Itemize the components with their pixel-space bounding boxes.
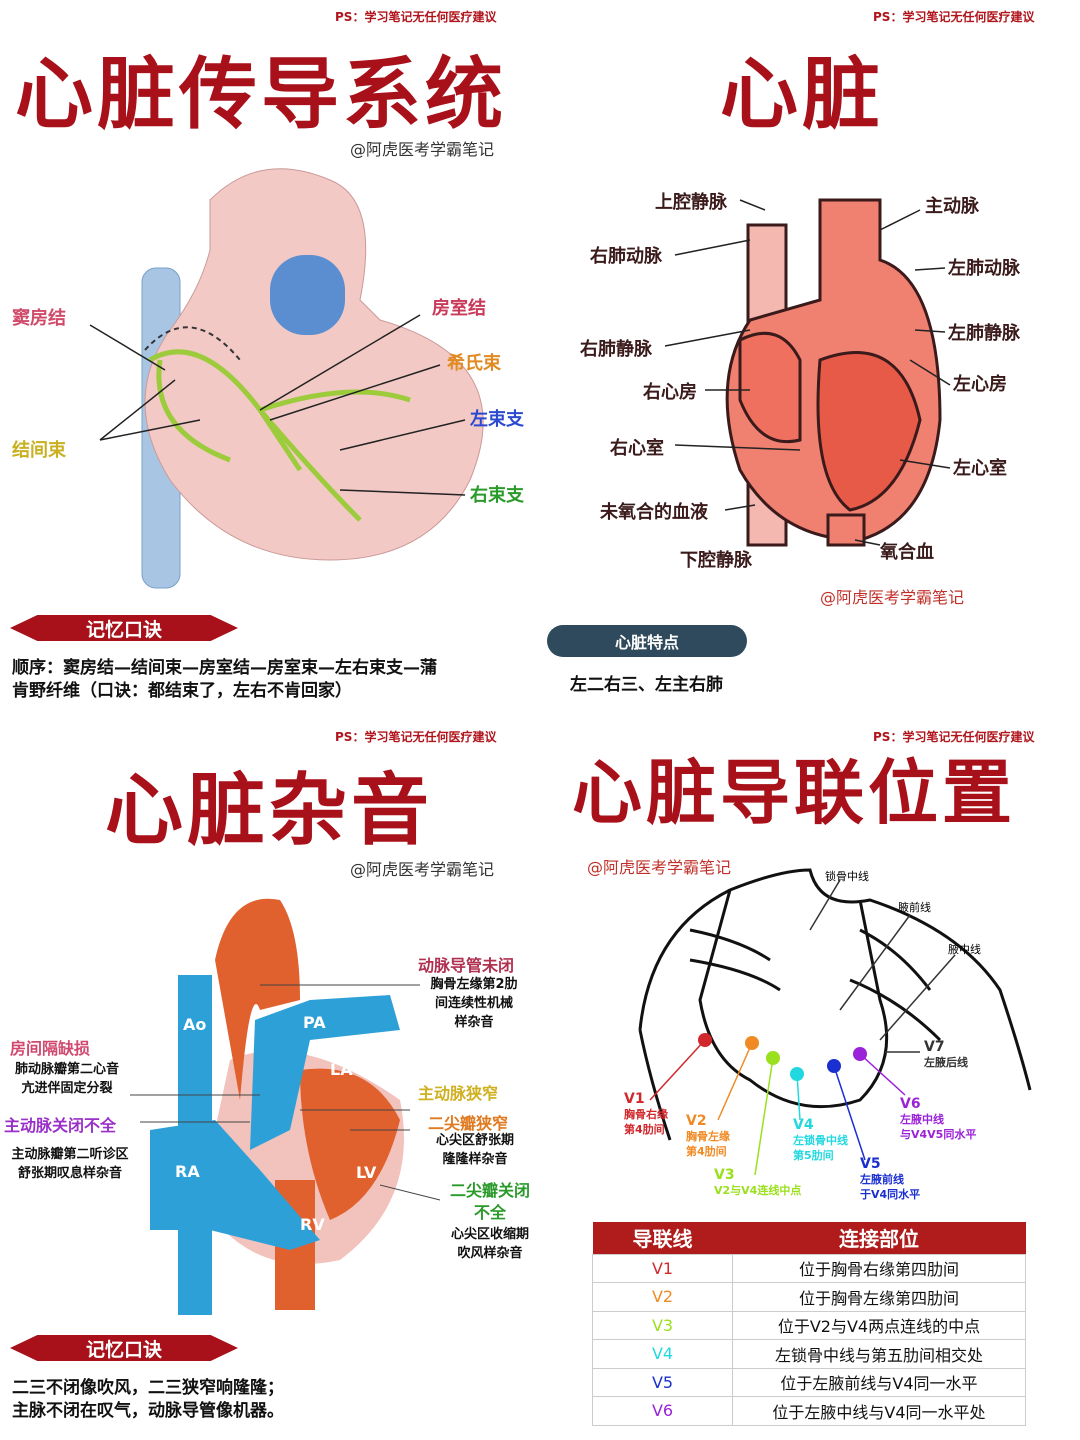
label-lpa: 左肺动脉 <box>948 258 1020 279</box>
page-title: 心脏杂音 <box>105 766 434 856</box>
label-lv: LV <box>356 1163 377 1182</box>
label-av-node: 房室结 <box>432 298 486 319</box>
disclaimer: PS：学习笔记无任何医疗建议 <box>335 730 497 744</box>
label-sa-node: 窦房结 <box>12 308 66 329</box>
electrode-v5 <box>827 1059 841 1073</box>
page-title: 心脏传导系统 <box>15 50 508 140</box>
col-header: 导联线 <box>592 1222 733 1254</box>
heart-anatomy-diagram <box>725 198 942 547</box>
label-mcl: 锁骨中线 <box>825 870 869 883</box>
label-aal: 腋前线 <box>898 901 931 914</box>
electrode-v4 <box>790 1067 804 1081</box>
disclaimer: PS：学习笔记无任何医疗建议 <box>873 730 1035 744</box>
label-mal: 腋中线 <box>948 943 981 956</box>
label-rpa: 右肺动脉 <box>590 246 662 267</box>
label-mr: 二尖瓣关闭不全 <box>449 1181 530 1222</box>
disclaimer: PS：学习笔记无任何医疗建议 <box>873 10 1035 24</box>
label-oxy: 氧合血 <box>880 542 934 563</box>
label-ra: RA <box>175 1162 200 1181</box>
pda-desc: 胸骨左缘第2肋间连续性机械样杂音 <box>430 977 518 1030</box>
label-rpv: 右肺静脉 <box>580 339 652 360</box>
ms-desc: 心尖区舒张期隆隆样杂音 <box>435 1133 514 1167</box>
label-ra: 右心房 <box>643 382 697 403</box>
text-line: 肯野纤维（口诀：都结束了，左右不肯回家） <box>12 681 352 701</box>
label-lpv: 左肺静脉 <box>948 323 1020 344</box>
text-line: 主脉不闭在叹气，动脉导管像机器。 <box>12 1401 284 1421</box>
label-ms: 二尖瓣狭窄 <box>428 1114 509 1133</box>
label-asd: 房间隔缺损 <box>10 1039 91 1058</box>
col-header: 连接部位 <box>732 1222 1026 1254</box>
watermark: @阿虎医考学霸笔记 <box>587 858 732 877</box>
label-la: 左心房 <box>953 374 1007 395</box>
label-aorta: 主动脉 <box>925 196 979 217</box>
electrode-v2 <box>745 1036 759 1050</box>
label-rbb: 右束支 <box>470 485 524 506</box>
ar-desc: 主动脉瓣第二听诊区舒张期叹息样杂音 <box>11 1147 129 1181</box>
mr-desc: 心尖区收缩期吹风样杂音 <box>450 1227 529 1261</box>
watermark: @阿虎医考学霸笔记 <box>350 860 495 879</box>
mnemonic-banner: 记忆口诀 <box>10 1335 238 1361</box>
label-pda: 动脉导管未闭 <box>418 956 515 975</box>
label-as: 主动脉狭窄 <box>418 1084 499 1103</box>
label-deoxy: 未氧合的血液 <box>600 502 708 523</box>
watermark: @阿虎医考学霸笔记 <box>820 588 965 607</box>
murmur-heart-diagram <box>130 898 441 1315</box>
asd-desc: 肺动脉瓣第二心音亢进伴固定分裂 <box>14 1062 119 1096</box>
label-internodal: 结间束 <box>12 440 66 461</box>
text-line: 左二右三、左主右肺 <box>570 675 723 695</box>
label-lbb: 左束支 <box>470 409 524 430</box>
disclaimer: PS：学习笔记无任何医疗建议 <box>335 10 497 24</box>
label-ivc: 下腔静脉 <box>680 550 752 571</box>
electrode-v1 <box>698 1033 712 1047</box>
conduction-heart-diagram <box>89 168 484 589</box>
label-svc: 上腔静脉 <box>655 192 727 213</box>
label-la: LA <box>330 1060 353 1079</box>
label-pa: PA <box>303 1013 326 1032</box>
features-banner: 心脏特点 <box>547 625 747 657</box>
electrode-v6 <box>853 1047 867 1061</box>
text-line: 顺序：窦房结—结间束—房室结—房室束—左右束支—蒲 <box>12 658 437 678</box>
page-title: 心脏导联位置 <box>572 752 1016 834</box>
label-rv: 右心室 <box>610 438 664 459</box>
label-lv: 左心室 <box>953 458 1007 479</box>
label-rv: RV <box>300 1215 325 1234</box>
label-ar: 主动脉关闭不全 <box>4 1116 117 1135</box>
page-title: 心脏 <box>720 50 885 140</box>
electrode-v3 <box>766 1051 780 1065</box>
watermark: @阿虎医考学霸笔记 <box>350 140 495 159</box>
label-his: 希氏束 <box>447 353 501 374</box>
text-line: 二三不闭像吹风，二三狭窄响隆隆； <box>12 1378 284 1398</box>
mnemonic-banner: 记忆口诀 <box>10 615 238 641</box>
label-ao: Ao <box>183 1015 207 1034</box>
